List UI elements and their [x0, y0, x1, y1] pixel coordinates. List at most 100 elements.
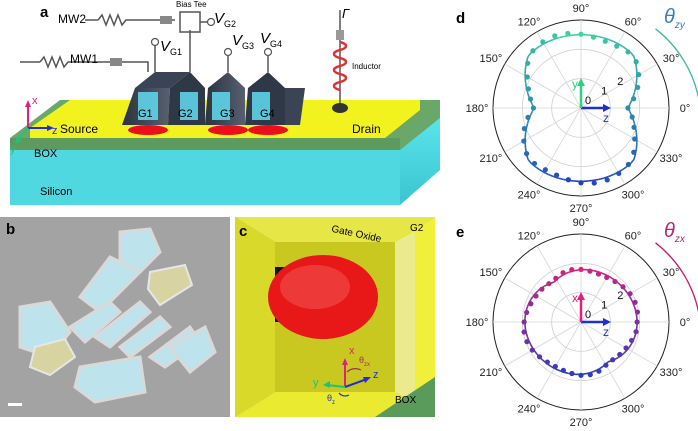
fit-curve-segment — [599, 37, 604, 38]
theta-z-label: θz — [327, 393, 335, 406]
data-point — [537, 354, 542, 359]
angle-label: 30° — [663, 53, 680, 65]
panel-c: c Gate Oxide G2 BOX x y z θzx θz — [235, 217, 435, 417]
data-point — [524, 310, 529, 315]
axis-x-label: x — [32, 95, 38, 107]
data-point — [635, 85, 640, 90]
data-point — [635, 319, 640, 324]
grid-spoke — [505, 108, 581, 152]
angle-label: 210° — [480, 367, 503, 379]
angle-label: 120° — [518, 16, 541, 28]
vg1-label: VG1 — [160, 38, 182, 57]
mw2-label: MW2 — [58, 12, 86, 26]
vg2-label: VG2 — [214, 10, 236, 29]
data-point — [522, 319, 527, 324]
radial-label: 2 — [617, 290, 623, 302]
fit-curve-segment — [531, 111, 533, 115]
axis-up-label: x — [572, 291, 578, 305]
angle-label: 150° — [480, 53, 503, 65]
fit-curve-segment — [623, 46, 627, 49]
grid-spoke — [537, 108, 581, 184]
data-point — [560, 270, 565, 275]
source-label: Source — [60, 122, 98, 136]
radial-label: 1 — [601, 86, 607, 98]
fit-curve-segment — [633, 119, 634, 123]
fit-curve-segment — [593, 370, 596, 371]
data-point — [636, 72, 641, 77]
fit-curve-segment — [631, 53, 634, 57]
axis-y-label: y — [10, 143, 16, 155]
data-point — [543, 167, 548, 172]
angle-label: 270° — [570, 417, 593, 426]
fit-curve-segment — [625, 290, 627, 293]
fit-curve-segment — [531, 344, 533, 347]
data-point — [525, 115, 530, 120]
data-point — [625, 105, 630, 110]
fit-curve-segment — [558, 370, 561, 371]
angle-label: 60° — [625, 16, 642, 28]
grid-spoke — [505, 278, 581, 322]
quantum-dot — [208, 125, 248, 135]
data-point — [561, 368, 566, 373]
data-point — [630, 114, 635, 119]
fit-curve-segment — [544, 172, 549, 174]
data-point — [617, 352, 622, 357]
data-point — [632, 136, 637, 141]
fit-curve-segment — [609, 39, 614, 41]
angle-label: 90° — [573, 217, 590, 229]
theta-zy-label: θzy — [664, 6, 685, 31]
data-point — [533, 293, 538, 298]
data-point — [525, 74, 530, 79]
fit-curve-segment — [623, 167, 627, 170]
axis-right-label: z — [603, 325, 609, 339]
fit-curve-segment — [535, 46, 539, 49]
fit-curve-segment — [526, 307, 527, 311]
data-point — [546, 281, 551, 286]
angle-label: 300° — [622, 190, 645, 202]
data-point — [592, 180, 597, 185]
fit-curve-segment — [630, 101, 632, 105]
data-point — [540, 39, 545, 44]
data-point — [603, 363, 608, 368]
data-point — [565, 31, 570, 36]
inductor-coil — [334, 42, 346, 90]
gate-label-g4: G4 — [260, 108, 275, 120]
axis-y-label: y — [313, 377, 319, 389]
polar-plot-e: 90°60°30°0°330°300°270°240°210°180°150°1… — [446, 214, 698, 426]
data-point — [612, 279, 617, 284]
data-point — [604, 275, 609, 280]
gate-label-g2: G2 — [178, 108, 193, 120]
fit-curve-segment — [528, 53, 531, 57]
fit-curve-segment — [594, 271, 598, 272]
bias-tee-label: Bias Tee — [176, 0, 207, 9]
data-point — [625, 49, 630, 54]
axis-right-label: z — [603, 111, 609, 125]
angle-label: 180° — [466, 317, 489, 329]
angle-label: 240° — [518, 404, 541, 416]
fit-curve-segment — [636, 314, 637, 318]
panel-label: d — [456, 10, 465, 27]
data-point — [631, 96, 636, 101]
grid-spoke — [581, 322, 657, 366]
axis-z-label: z — [373, 369, 379, 381]
fit-curve-segment — [634, 88, 635, 93]
data-point — [528, 96, 533, 101]
angle-label: 240° — [518, 190, 541, 202]
panel-label: a — [40, 4, 48, 21]
quantum-dot — [248, 125, 288, 135]
fit-curve-segment — [629, 296, 631, 299]
drain-label: Drain — [352, 122, 381, 136]
data-point — [626, 162, 631, 167]
fit-curve-segment — [535, 291, 538, 294]
data-point — [569, 371, 574, 376]
data-point — [596, 369, 601, 374]
radial-label: 0 — [585, 309, 591, 321]
box-label: BOX — [395, 395, 416, 406]
data-point — [634, 59, 639, 64]
panel-b: b — [0, 217, 230, 417]
angle-label: 150° — [480, 267, 503, 279]
data-point — [530, 48, 535, 53]
polar-plot-d: 90°60°30°0°330°300°270°240°210°180°150°1… — [446, 0, 698, 212]
data-point — [627, 291, 632, 296]
gate-3d-render — [235, 217, 435, 417]
